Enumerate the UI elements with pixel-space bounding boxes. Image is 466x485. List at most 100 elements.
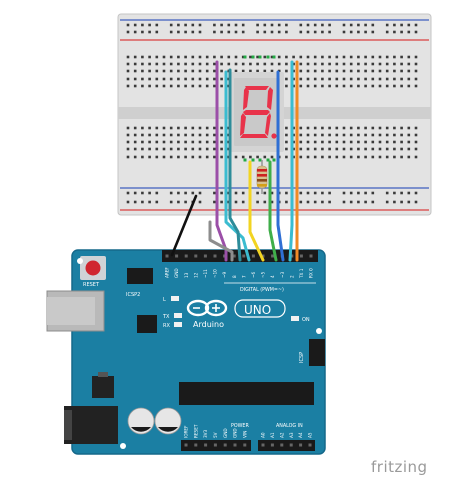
breadboard-hole (285, 69, 288, 73)
breadboard-hole (184, 191, 187, 195)
breadboard-hole (191, 77, 195, 81)
breadboard-hole (349, 126, 353, 130)
breadboard-hole (184, 133, 187, 137)
breadboard-hole (321, 77, 324, 81)
breadboard-hole (126, 77, 130, 81)
led-l (171, 296, 179, 301)
breadboard-hole (249, 55, 252, 59)
breadboard-hole (155, 55, 159, 59)
breadboard-hole (256, 191, 259, 195)
breadboard-hole (263, 23, 267, 27)
header-pin (242, 254, 246, 258)
breadboard-hole (177, 200, 180, 204)
breadboard-hole (198, 62, 202, 66)
breadboard-hole (169, 23, 173, 27)
wire-gray (208, 220, 234, 262)
breadboard-hole (393, 69, 396, 73)
header-pin (270, 443, 274, 447)
breadboard-hole (256, 23, 259, 27)
breadboard-hole (270, 155, 274, 159)
breadboard-hole (357, 140, 360, 144)
breadboard-hole (148, 140, 151, 144)
breadboard-active-hole (243, 55, 247, 59)
breadboard-hole (313, 126, 317, 130)
breadboard-hole (299, 23, 303, 27)
breadboard-hole (407, 200, 411, 204)
pin-label: 2 (289, 275, 294, 278)
breadboard-hole (371, 155, 375, 159)
breadboard-hole (306, 200, 310, 204)
breadboard-hole (191, 126, 195, 130)
breadboard-hole (141, 191, 144, 195)
breadboard-hole (263, 55, 267, 59)
breadboard-holes (126, 23, 418, 204)
breadboard-hole (263, 155, 267, 159)
breadboard-hole (364, 155, 367, 159)
breadboard-hole (148, 23, 151, 27)
breadboard-hole (162, 77, 166, 81)
breadboard-hole (270, 55, 274, 59)
breadboard-hole (306, 77, 310, 81)
pin-label: A2 (279, 432, 284, 438)
breadboard-hole (371, 126, 375, 130)
breadboard-hole (213, 191, 216, 195)
breadboard-hole (400, 69, 403, 73)
breadboard-hole (191, 147, 195, 151)
breadboard-hole (213, 77, 216, 81)
breadboard-hole (285, 200, 288, 204)
wire-cyan-a (224, 70, 251, 262)
reset-button[interactable] (85, 260, 101, 276)
breadboard-hole (393, 126, 396, 130)
mounting-hole (77, 258, 83, 264)
mounting-hole (316, 328, 322, 334)
breadboard-hole (407, 155, 411, 159)
breadboard-hole (321, 69, 324, 73)
breadboard-hole (299, 191, 303, 195)
breadboard-hole (277, 69, 281, 73)
led-on (291, 316, 299, 321)
breadboard-hole (141, 140, 144, 144)
breadboard-hole (364, 200, 367, 204)
breadboard-hole (342, 140, 346, 144)
breadboard-hole (141, 30, 144, 34)
breadboard-hole (357, 30, 360, 34)
pin-label: 12 (193, 272, 198, 278)
breadboard-hole (177, 77, 180, 81)
breadboard-hole (400, 62, 403, 66)
breadboard-hole (313, 69, 317, 73)
rx-label: RX (163, 323, 170, 329)
breadboard-hole (393, 200, 396, 204)
breadboard-hole (321, 55, 324, 59)
breadboard-hole (256, 62, 259, 66)
breadboard-hole (313, 140, 317, 144)
breadboard-hole (321, 191, 324, 195)
breadboard-hole (306, 84, 310, 88)
breadboard-hole (328, 69, 331, 73)
breadboard-hole (385, 200, 389, 204)
breadboard-hole (299, 200, 303, 204)
breadboard-hole (155, 147, 159, 151)
breadboard-hole (270, 23, 274, 27)
breadboard-hole (400, 191, 403, 195)
breadboard-hole (414, 30, 418, 34)
breadboard-hole (393, 77, 396, 81)
breadboard-hole (126, 30, 130, 34)
breadboard-hole (306, 30, 310, 34)
breadboard-hole (148, 155, 151, 159)
breadboard-hole (133, 126, 137, 130)
breadboard-hole (285, 155, 288, 159)
breadboard-hole (162, 84, 166, 88)
breadboard-hole (371, 69, 375, 73)
breadboard-hole (357, 147, 360, 151)
icsp-header (309, 339, 325, 366)
breadboard-hole (306, 140, 310, 144)
breadboard-hole (335, 55, 339, 59)
breadboard-hole (198, 140, 202, 144)
breadboard-hole (155, 62, 159, 66)
breadboard-active-hole (251, 158, 255, 162)
breadboard-hole (141, 77, 144, 81)
fritzing-brand: fritzing (371, 458, 428, 476)
breadboard-active-hole (272, 158, 276, 162)
breadboard-hole (400, 55, 403, 59)
breadboard-hole (364, 77, 367, 81)
